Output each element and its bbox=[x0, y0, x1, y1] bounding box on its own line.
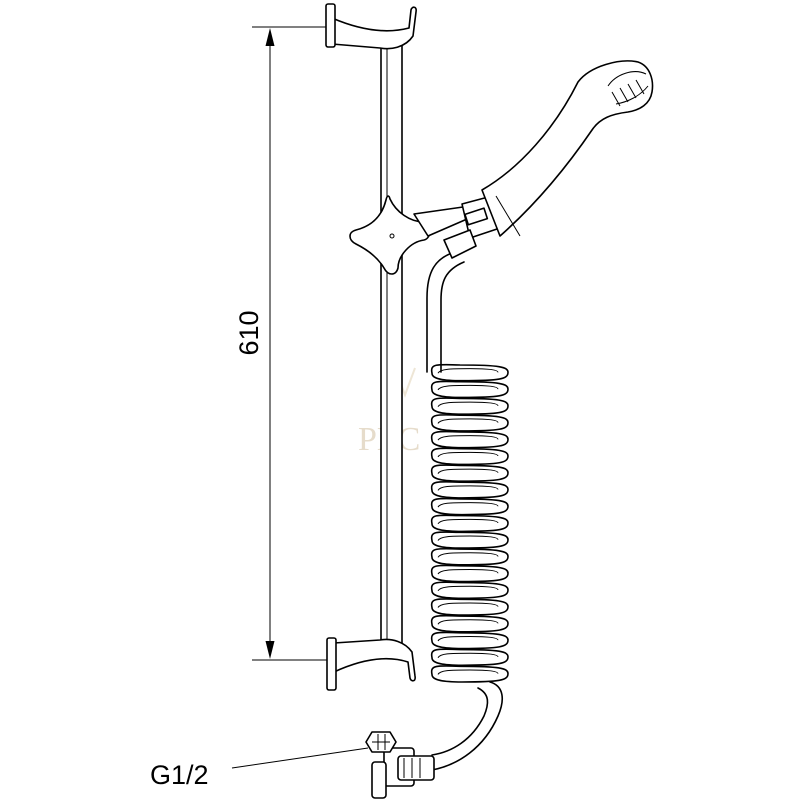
coil-loop bbox=[430, 547, 509, 566]
thread-callout: G1/2 bbox=[150, 747, 369, 790]
coil-loop-inner bbox=[437, 502, 499, 508]
coil-loop-inner bbox=[437, 368, 499, 374]
wall-connector bbox=[365, 731, 435, 799]
coil-loop-inner bbox=[437, 418, 499, 424]
coil-loop bbox=[430, 581, 509, 600]
coil-loop bbox=[430, 363, 509, 382]
coil-loop bbox=[430, 464, 509, 482]
coil-loop-inner bbox=[437, 635, 499, 642]
coil-loop-inner bbox=[437, 518, 499, 525]
coil-loop-inner bbox=[437, 652, 499, 659]
coil-loop-inner bbox=[437, 435, 499, 441]
upper-hose bbox=[426, 251, 465, 373]
coil-loop-inner bbox=[437, 468, 499, 474]
coil-loop bbox=[430, 648, 509, 667]
coil-loop bbox=[430, 614, 509, 633]
coil-loop bbox=[430, 531, 509, 549]
coil-loop-inner bbox=[437, 451, 499, 458]
dimension-label: 610 bbox=[234, 310, 264, 355]
coiled-hose bbox=[430, 363, 509, 683]
top-wall-bracket bbox=[325, 3, 417, 50]
coil-loop bbox=[430, 598, 509, 616]
coil-loop bbox=[430, 447, 509, 466]
coil-loop bbox=[430, 430, 509, 449]
dimension-line: 610 bbox=[234, 26, 330, 661]
coil-loop-inner bbox=[437, 602, 499, 608]
bottom-wall-bracket bbox=[326, 637, 416, 691]
coil-loop-inner bbox=[437, 585, 499, 592]
thread-label: G1/2 bbox=[150, 760, 209, 790]
lower-hose bbox=[431, 681, 504, 771]
coil-loop bbox=[430, 380, 509, 399]
coil-loop-inner bbox=[437, 669, 499, 675]
coil-loop bbox=[430, 665, 509, 683]
slide-rail bbox=[380, 37, 403, 657]
coil-loop bbox=[430, 631, 509, 650]
coil-loop bbox=[430, 413, 509, 432]
coil-loop bbox=[430, 397, 509, 416]
coil-loop bbox=[430, 514, 509, 533]
coil-loop-inner bbox=[437, 535, 499, 541]
coil-loop bbox=[430, 564, 509, 583]
coil-loop bbox=[430, 497, 509, 516]
coil-loop-inner bbox=[437, 485, 499, 491]
coil-loop bbox=[430, 480, 509, 499]
coil-loop-inner bbox=[437, 569, 499, 575]
handset-holder bbox=[413, 195, 501, 259]
coil-loop-inner bbox=[437, 552, 499, 558]
coil-loop-inner bbox=[437, 401, 499, 407]
coil-loop-inner bbox=[437, 619, 499, 625]
hand-shower bbox=[481, 60, 654, 237]
coil-loop-inner bbox=[437, 384, 499, 391]
slider-knob bbox=[349, 195, 431, 275]
